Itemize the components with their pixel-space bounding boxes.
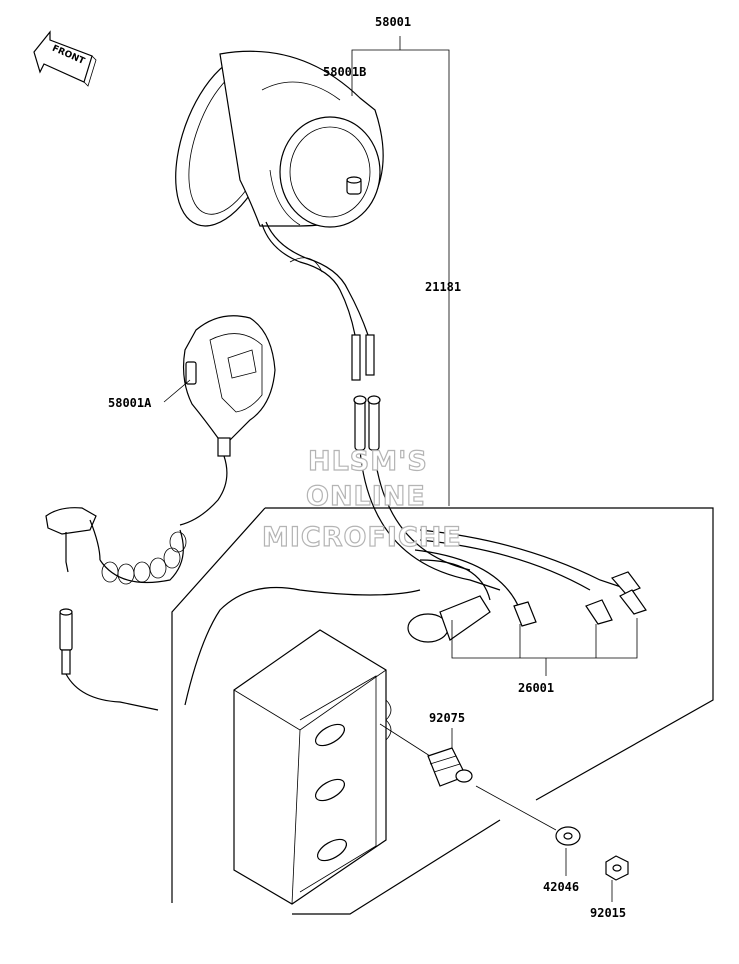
nut-92015 bbox=[605, 855, 629, 881]
watermark-line3: MICROFICHE bbox=[262, 522, 462, 553]
part-label-92015: 92015 bbox=[590, 906, 626, 920]
connector-92075 bbox=[379, 723, 473, 787]
part-label-26001: 26001 bbox=[518, 681, 554, 695]
speaker-58001b bbox=[175, 50, 384, 381]
washer-42046 bbox=[555, 826, 581, 846]
part-label-92075: 92075 bbox=[429, 711, 465, 725]
part-label-42046: 42046 bbox=[543, 880, 579, 894]
part-label-58001b: 58001B bbox=[323, 65, 366, 79]
jack-cable bbox=[59, 608, 159, 711]
box-outline bbox=[171, 507, 714, 915]
wire-harness-26001 bbox=[184, 449, 647, 706]
watermark-line2: ONLINE bbox=[306, 481, 426, 512]
part-label-58001: 58001 bbox=[375, 15, 411, 29]
amplifier-box bbox=[233, 629, 392, 905]
front-arrow-icon: FRONT bbox=[33, 30, 97, 87]
part-label-58001a: 58001A bbox=[108, 396, 152, 410]
microphone-58001a bbox=[45, 315, 276, 585]
watermark-line1: HLSM'S bbox=[308, 446, 428, 477]
part-label-21181: 21181 bbox=[425, 280, 461, 294]
harness-connector-top bbox=[353, 395, 381, 451]
